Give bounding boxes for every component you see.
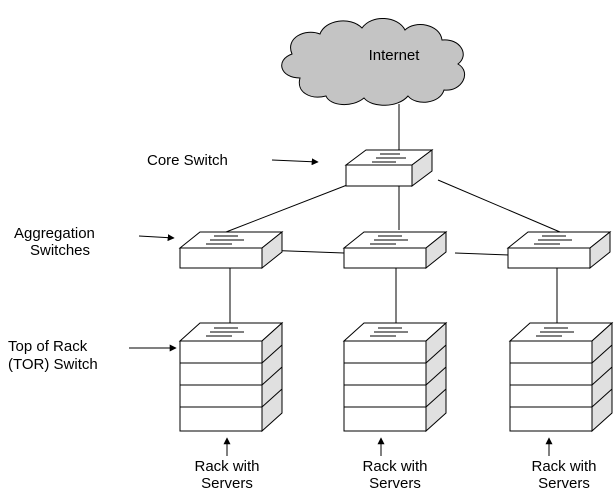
tor-label-line2: (TOR) Switch (8, 356, 98, 373)
core-switch-arrow (271, 158, 319, 166)
rack-left-icon (178, 321, 284, 433)
internet-cloud-icon (281, 18, 465, 106)
internet-label: Internet (368, 47, 420, 64)
rack-left-label-line2: Servers (201, 475, 253, 492)
rack-mid-label-line1: Rack with (362, 458, 428, 475)
connection-lines (225, 104, 561, 323)
label-arrows (129, 158, 553, 456)
core-agg-right-link (437, 179, 561, 233)
aggregation-label-line1: Aggregation (14, 225, 95, 242)
rack-mid-icon (342, 321, 448, 433)
agg-mid-right-link (454, 252, 511, 256)
core-agg-left-link (225, 179, 361, 233)
tor-label-line1: Top of Rack (8, 338, 88, 355)
core-switch-label: Core Switch (147, 152, 228, 169)
rack-left-label-line1: Rack with (194, 458, 260, 475)
rack-right-label-line1: Rack with (531, 458, 597, 475)
aggregation-label-line2: Switches (30, 242, 91, 259)
core-switch-icon (344, 149, 434, 187)
aggregation-switch-mid-icon (342, 230, 448, 270)
rack-mid-label-line2: Servers (369, 475, 421, 492)
aggregation-arrow (138, 234, 175, 242)
aggregation-switch-right-icon (506, 230, 612, 270)
rack-right-label-line2: Servers (538, 475, 590, 492)
aggregation-switch-left-icon (178, 230, 284, 270)
rack-right-icon (508, 321, 614, 433)
